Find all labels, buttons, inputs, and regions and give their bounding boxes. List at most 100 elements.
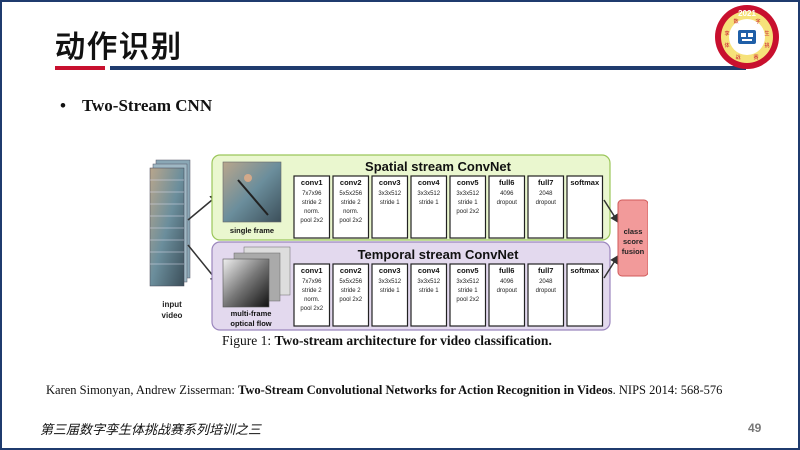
- fusion-label-3: fusion: [622, 247, 645, 256]
- spatial-layer-conv3-detail: 3x3x512: [378, 191, 401, 197]
- figure-caption: Figure 1: Two-stream architecture for vi…: [222, 333, 552, 349]
- caption-prefix: Figure 1:: [222, 333, 272, 348]
- optical-flow-image-front: [222, 258, 270, 308]
- temporal-layer-full7-name: full7: [538, 266, 553, 275]
- spatial-layer-conv1-detail: stride 2: [302, 200, 322, 206]
- citation-venue: . NIPS 2014: 568-576: [612, 383, 723, 397]
- temporal-layer-conv2-detail: stride 2: [341, 288, 361, 294]
- logo-char-6: 挑: [764, 42, 769, 49]
- temporal-layer-conv5: [449, 263, 487, 327]
- input-video-stack: [149, 159, 191, 287]
- temporal-layer-conv4-detail: 3x3x512: [417, 279, 440, 285]
- input-video-label-1: input: [162, 300, 182, 309]
- spatial-layer-conv2-detail: pool 2x2: [339, 218, 362, 224]
- temporal-layer-conv4: [410, 263, 448, 327]
- slide-border-bottom: [0, 448, 800, 450]
- logo-char-8: 赛: [753, 54, 758, 61]
- temporal-layer-conv2: [332, 263, 370, 327]
- logo-year: 2021: [738, 9, 756, 18]
- spatial-layers: conv1 7x7x96 stride 2 norm. pool 2x2 conv2 5x5…: [293, 175, 604, 239]
- fusion-label-1: class: [624, 227, 643, 236]
- spatial-layer-softmax: [566, 175, 604, 239]
- spatial-layer-conv4-name: conv4: [418, 178, 441, 187]
- temporal-layer-full6-detail: 4096: [500, 279, 514, 285]
- spatial-layer-conv1-detail: norm.: [304, 209, 320, 215]
- temporal-layer-full7-detail: 2048: [539, 279, 553, 285]
- spatial-layer-conv5-detail: pool 2x2: [456, 209, 479, 215]
- spatial-layer-conv2-detail: stride 2: [341, 200, 361, 206]
- temporal-layer-conv3-name: conv3: [379, 266, 401, 275]
- spatial-layer-conv5-detail: 3x3x512: [456, 191, 479, 197]
- temporal-layer-conv5-detail: stride 1: [458, 288, 478, 294]
- temporal-layer-conv5-detail: 3x3x512: [456, 279, 479, 285]
- spatial-layer-conv2-name: conv2: [340, 178, 362, 187]
- fusion-label-2: score: [623, 237, 643, 246]
- spatial-layer-full6-name: full6: [499, 178, 514, 187]
- single-frame-label: single frame: [230, 226, 274, 235]
- spatial-layer-full7-detail: 2048: [539, 191, 553, 197]
- logo-char-7: 战: [735, 54, 740, 61]
- temporal-layer-conv4-name: conv4: [418, 266, 441, 275]
- class-score-fusion-box: [617, 199, 648, 277]
- citation-authors: Karen Simonyan, Andrew Zisserman:: [46, 383, 235, 397]
- spatial-layer-conv1: [293, 175, 331, 239]
- temporal-layer-conv2-detail: pool 2x2: [339, 297, 362, 303]
- slide-border-right: [798, 0, 800, 450]
- spatial-layer-full7-detail: dropout: [536, 200, 557, 206]
- spatial-layer-conv2-detail: 5x5x256: [339, 191, 362, 197]
- temporal-layer-softmax-name: softmax: [570, 266, 600, 275]
- temporal-layer-conv5-detail: pool 2x2: [456, 297, 479, 303]
- spatial-layer-conv1-detail: 7x7x96: [302, 191, 322, 197]
- temporal-layer-full7: [527, 263, 565, 327]
- page-number: 49: [748, 421, 762, 435]
- spatial-layer-full6-detail: dropout: [497, 200, 518, 206]
- slide-border-left: [0, 0, 2, 450]
- logo-char-4: 生: [764, 30, 769, 37]
- footer-text: 第三届数字孪生体挑战赛系列培训之三: [40, 423, 262, 438]
- temporal-layer-full6-name: full6: [499, 266, 514, 275]
- spatial-layer-conv5: [449, 175, 487, 239]
- temporal-layer-conv3-detail: stride 1: [380, 288, 400, 294]
- temporal-layer-conv1-detail: norm.: [304, 297, 320, 303]
- spatial-layer-conv1-detail: pool 2x2: [300, 218, 323, 224]
- bullet-icon: •: [60, 96, 66, 115]
- logo-char-5: 体: [724, 42, 729, 49]
- bullet-item: • Two-Stream CNN: [60, 96, 212, 116]
- spatial-layer-conv3: [371, 175, 409, 239]
- temporal-layer-full6: [488, 263, 526, 327]
- spatial-layer-conv4-detail: stride 1: [419, 200, 439, 206]
- two-stream-diagram: input video Spatial stream ConvNet singl…: [149, 154, 648, 331]
- spatial-layer-full7: [527, 175, 565, 239]
- spatial-layer-conv2: [332, 175, 370, 239]
- temporal-layer-conv3-detail: 3x3x512: [378, 279, 401, 285]
- citation-title: Two-Stream Convolutional Networks for Ac…: [237, 383, 613, 397]
- spatial-layer-conv4-detail: 3x3x512: [417, 191, 440, 197]
- logo-char-2: 字: [755, 18, 760, 25]
- arrow-spatial-to-fusion: [603, 199, 619, 224]
- title-underline: [110, 66, 746, 70]
- spatial-layer-conv2-detail: norm.: [343, 209, 359, 215]
- temporal-layer-conv1-detail: 7x7x96: [302, 279, 322, 285]
- logo-char-1: 数: [733, 18, 738, 25]
- spatial-layer-conv5-name: conv5: [457, 178, 479, 187]
- spatial-layer-full6: [488, 175, 526, 239]
- temporal-layer-conv1-detail: pool 2x2: [300, 306, 323, 312]
- spatial-layer-conv1-name: conv1: [301, 178, 323, 187]
- slide-title: 动作识别: [55, 30, 183, 65]
- single-frame-image: [222, 161, 282, 223]
- temporal-layer-conv1-detail: stride 2: [302, 288, 322, 294]
- optical-flow-label-1: multi-frame: [231, 309, 272, 318]
- temporal-layer-conv1: [293, 263, 331, 327]
- title-underline-accent: [55, 66, 105, 70]
- optical-flow-label-2: optical flow: [230, 319, 271, 328]
- temporal-layer-conv2-detail: 5x5x256: [339, 279, 362, 285]
- temporal-layer-conv1-name: conv1: [301, 266, 323, 275]
- temporal-layer-conv4-detail: stride 1: [419, 288, 439, 294]
- spatial-layer-conv4: [410, 175, 448, 239]
- bullet-text: Two-Stream CNN: [81, 96, 213, 115]
- temporal-stream-title: Temporal stream ConvNet: [358, 247, 520, 262]
- temporal-layer-full7-detail: dropout: [536, 288, 557, 294]
- caption-text: Two-stream architecture for video classi…: [274, 333, 552, 348]
- citation: Karen Simonyan, Andrew Zisserman: Two-St…: [46, 383, 722, 398]
